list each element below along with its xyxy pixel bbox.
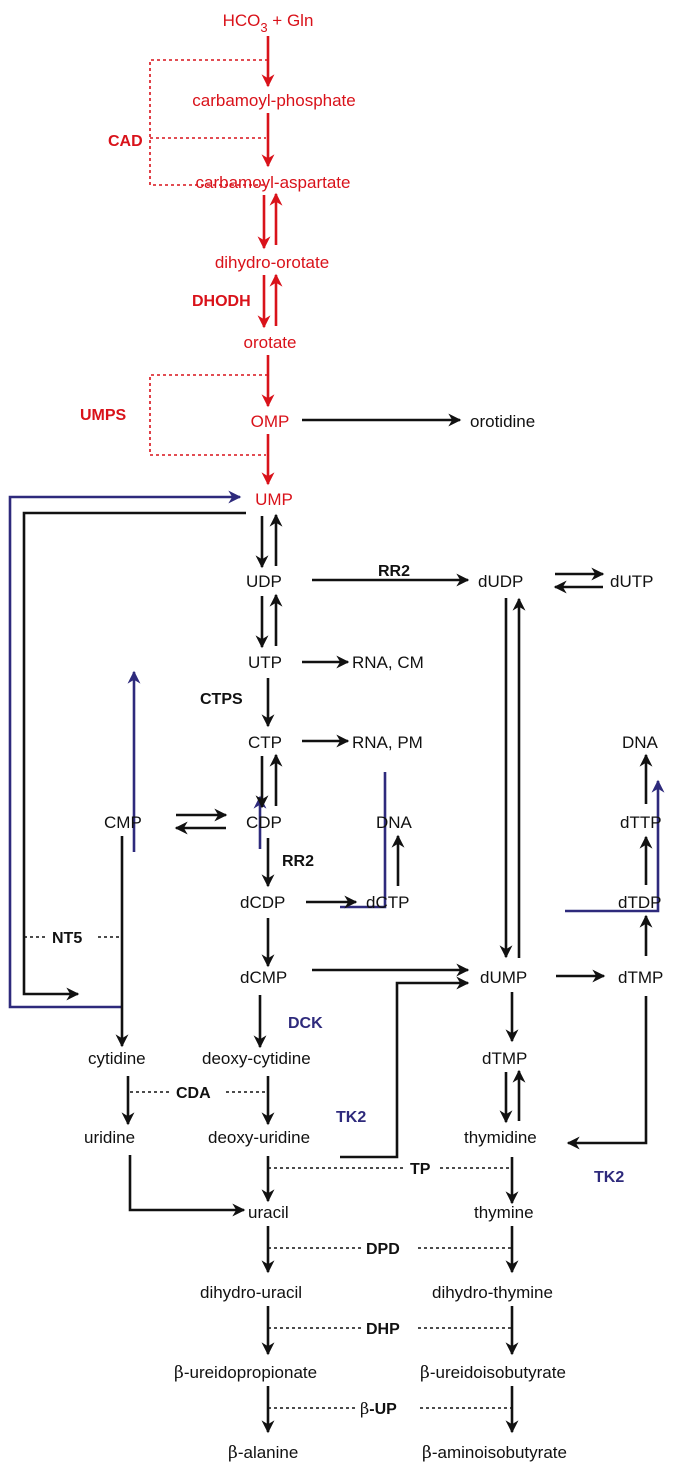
enzyme-beta-up: β-UP [360, 1399, 397, 1418]
enzyme-dhodh: DHODH [192, 293, 251, 310]
node-dcmp: dCMP [240, 968, 287, 987]
node-cmp: CMP [104, 813, 142, 832]
node-deoxy-cytidine: deoxy-cytidine [202, 1049, 311, 1068]
node-dna-right: DNA [622, 733, 659, 752]
node-rna-cm: RNA, CM [352, 653, 424, 672]
node-dudp: dUDP [478, 572, 523, 591]
node-dna-mid: DNA [376, 813, 413, 832]
de-novo-arrows [257, 36, 283, 486]
node-dutp: dUTP [610, 572, 653, 591]
node-orotate: orotate [244, 333, 297, 352]
node-thymidine: thymidine [464, 1128, 537, 1147]
node-cytidine: cytidine [88, 1049, 146, 1068]
node-dihydro-thymine: dihydro-thymine [432, 1283, 553, 1302]
node-ureidopropionate: β-ureidopropionate [174, 1363, 317, 1383]
node-carbamoyl-aspartate: carbamoyl-aspartate [196, 173, 351, 192]
node-deoxy-uridine: deoxy-uridine [208, 1128, 310, 1147]
enzyme-dashed-connectors [24, 936, 512, 1409]
enzyme-labels-red: CAD DHODH UMPS [80, 133, 251, 424]
enzyme-tp: TP [410, 1161, 431, 1178]
node-dcdp: dCDP [240, 893, 285, 912]
node-carbamoyl-phosphate: carbamoyl-phosphate [192, 91, 355, 110]
node-dctp: dCTP [366, 893, 409, 912]
enzyme-umps: UMPS [80, 407, 127, 424]
node-cdp: CDP [246, 813, 282, 832]
node-uridine: uridine [84, 1128, 135, 1147]
black-arrows [22, 413, 653, 1434]
enzyme-dhp: DHP [366, 1321, 400, 1338]
enzyme-labels-black: RR2 CTPS RR2 NT5 CDA TP DPD DHP β-UP [52, 563, 431, 1418]
node-dtdp: dTDP [618, 893, 661, 912]
enzyme-cda: CDA [176, 1085, 211, 1102]
node-dtmp-right: dTMP [618, 968, 663, 987]
de-novo-labels: HCO3 + Gln carbamoyl-phosphate carbamoyl… [192, 11, 355, 509]
node-aminoisobutyrate: β-aminoisobutyrate [422, 1443, 567, 1463]
node-udp: UDP [246, 572, 282, 591]
enzyme-tk2-right: TK2 [594, 1169, 624, 1186]
node-ctp: CTP [248, 733, 282, 752]
node-uracil: uracil [248, 1203, 289, 1222]
enzyme-dck: DCK [288, 1015, 323, 1032]
node-thymine: thymine [474, 1203, 534, 1222]
node-alanine: β-alanine [228, 1443, 298, 1463]
enzyme-rr2-top: RR2 [378, 563, 410, 580]
node-rna-pm: RNA, PM [352, 733, 423, 752]
node-dihydro-uracil: dihydro-uracil [200, 1283, 302, 1302]
node-utp: UTP [248, 653, 282, 672]
de-novo-dashed-brackets [149, 59, 268, 456]
node-dtmp-mid: dTMP [482, 1049, 527, 1068]
enzyme-nt5: NT5 [52, 930, 82, 947]
node-hco3-gln: HCO3 + Gln [223, 11, 314, 35]
pathway-node-labels: orotidine UDP dUDP dUTP UTP RNA, CM CTP … [84, 412, 663, 1463]
enzyme-rr2-mid: RR2 [282, 853, 314, 870]
enzyme-ctps: CTPS [200, 691, 243, 708]
enzyme-tk2-left: TK2 [336, 1109, 366, 1126]
node-ump: UMP [255, 490, 293, 509]
node-omp: OMP [251, 412, 290, 431]
enzyme-cad: CAD [108, 133, 143, 150]
node-dump: dUMP [480, 968, 527, 987]
node-ureidoisobutyrate: β-ureidoisobutyrate [420, 1363, 566, 1383]
node-orotidine: orotidine [470, 412, 535, 431]
node-dihydro-orotate: dihydro-orotate [215, 253, 329, 272]
enzyme-labels-blue: DCK TK2 TK2 [288, 1015, 624, 1186]
enzyme-dpd: DPD [366, 1241, 400, 1258]
node-dttp: dTTP [620, 813, 662, 832]
